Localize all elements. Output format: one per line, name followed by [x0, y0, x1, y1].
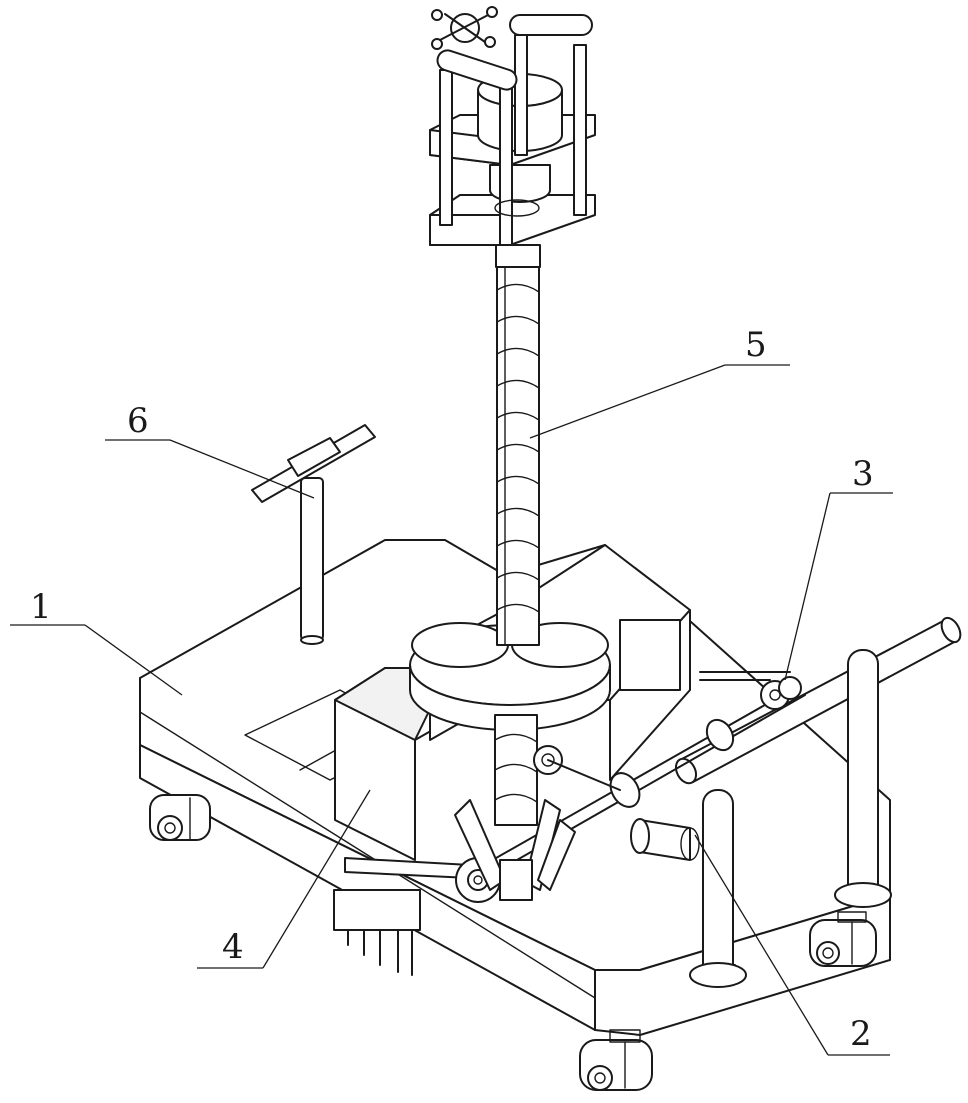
callout-1: 1	[30, 587, 52, 627]
caster-wheel-right	[810, 912, 876, 966]
callout-4: 4	[222, 927, 244, 967]
callout-5: 5	[745, 325, 767, 365]
callout-3: 3	[852, 454, 874, 494]
top-head	[430, 7, 595, 267]
callout-2: 2	[850, 1014, 872, 1054]
ground-pins	[334, 890, 420, 975]
caster-wheel-front	[580, 1030, 652, 1090]
caster-wheel-front-left	[150, 795, 210, 840]
callout-6: 6	[127, 401, 149, 441]
screw-shaft	[495, 265, 539, 825]
